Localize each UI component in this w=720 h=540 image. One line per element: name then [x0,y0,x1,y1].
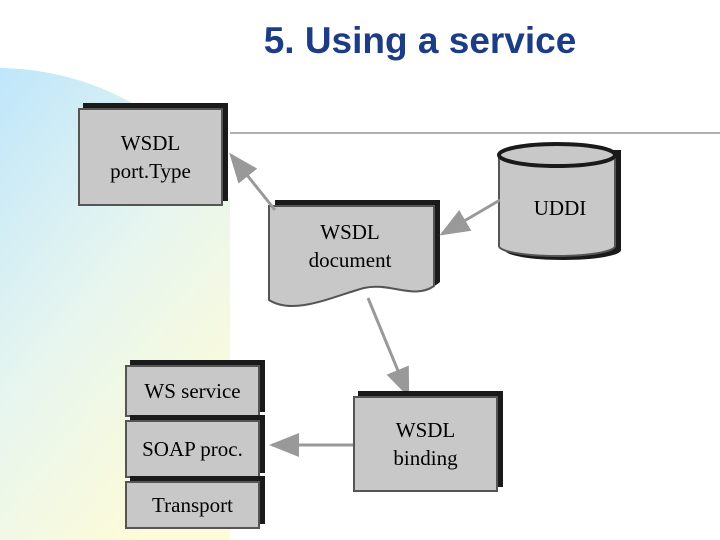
wsdl-porttype-line2: port.Type [110,159,191,183]
page-title: 5. Using a service [263,20,577,61]
uddi-database-icon [497,142,621,260]
stack-soap-proc: SOAP proc. [125,420,260,478]
wsdl-binding-line2: binding [393,446,458,470]
ws-stack: WS service SOAP proc. Transport [125,365,265,530]
wsdl-document-label: WSDL document [270,218,430,274]
wsdl-document-line1: WSDL [320,220,380,244]
arrow-document-to-porttype [229,152,277,211]
wsdl-document-shape [268,200,440,308]
arrow-document-to-binding [366,297,410,398]
wsdl-porttype-line1: WSDL [120,131,181,155]
wsdl-document-line2: document [308,248,392,272]
wsdl-binding-line1: WSDL [395,418,456,442]
stack-transport: Transport [125,481,260,529]
uddi-label: UDDI [533,196,587,220]
arrow-uddi-to-document [439,198,501,236]
wsdl-binding-box: WSDL binding [353,396,498,492]
stack-ws-service: WS service [125,365,260,417]
wsdl-porttype-box: WSDL port.Type [78,108,223,206]
